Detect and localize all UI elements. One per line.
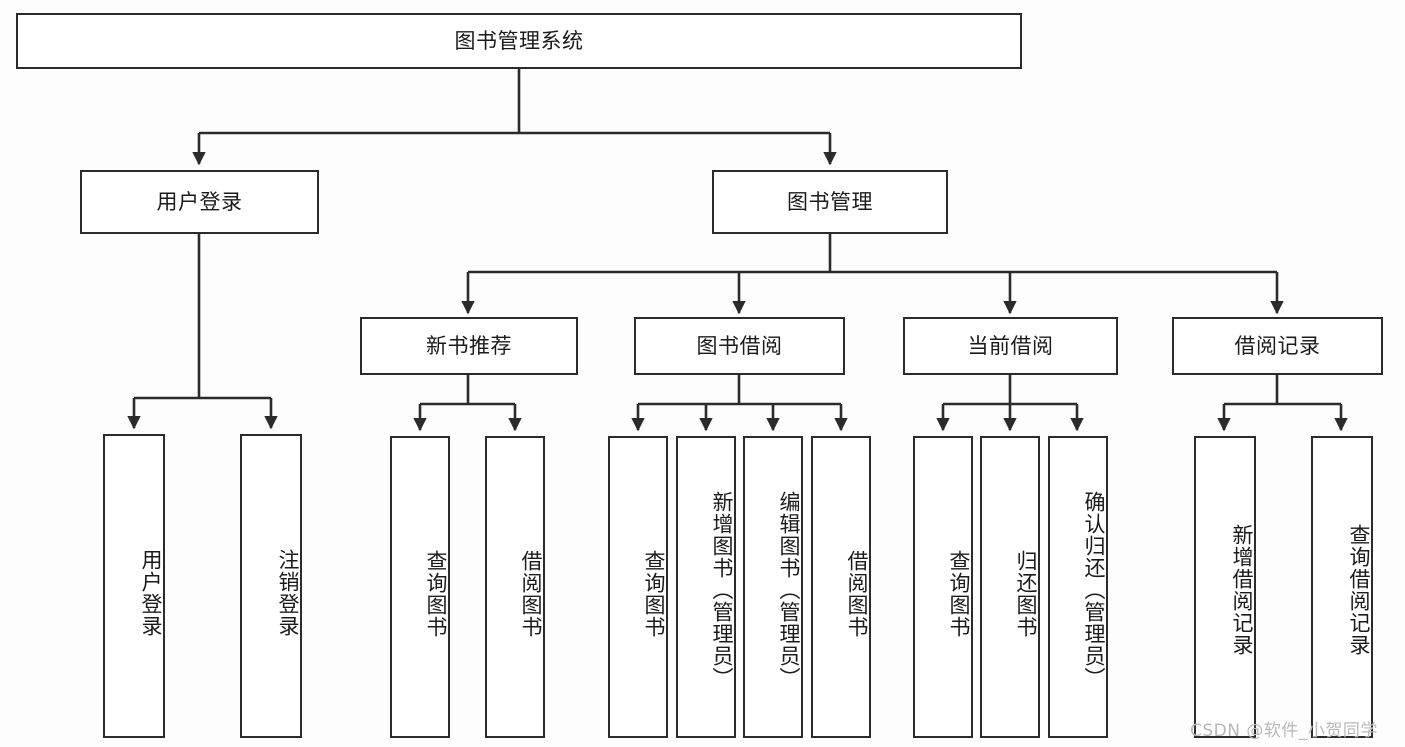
node-label: 用户登录 [156, 189, 243, 214]
node-label: 借阅图书 [845, 550, 869, 638]
leaf-recommend-query-book[interactable]: 查询图书 [390, 436, 450, 738]
node-label: 借阅记录 [1234, 333, 1321, 358]
node-label: 查询图书 [424, 550, 448, 638]
node-book-management[interactable]: 图书管理 [712, 170, 948, 234]
node-label: 图书管理 [787, 189, 873, 214]
node-label: 新增图书（管理员） [710, 491, 734, 689]
node-user-login[interactable]: 用户登录 [80, 170, 319, 234]
node-label: 查询图书 [947, 550, 971, 638]
node-label: 新增借阅记录 [1230, 524, 1254, 656]
node-label: 图书借阅 [696, 333, 783, 358]
node-borrow-record[interactable]: 借阅记录 [1172, 317, 1383, 375]
leaf-borrow-add-book[interactable]: 新增图书（管理员） [676, 436, 736, 738]
node-label: 借阅图书 [519, 550, 543, 638]
node-current-borrow[interactable]: 当前借阅 [903, 317, 1118, 375]
node-root-system[interactable]: 图书管理系统 [16, 13, 1022, 69]
node-label: 编辑图书（管理员） [777, 491, 801, 689]
leaf-current-return-book[interactable]: 归还图书 [980, 436, 1040, 738]
leaf-borrow-borrow-book[interactable]: 借阅图书 [811, 436, 871, 738]
node-label: 注销登录 [276, 549, 300, 637]
node-label: 确认归还（管理员） [1082, 491, 1106, 689]
node-label: 归还图书 [1014, 550, 1038, 638]
leaf-borrow-query-book[interactable]: 查询图书 [608, 436, 668, 738]
leaf-record-query-record[interactable]: 查询借阅记录 [1311, 436, 1373, 738]
node-book-borrow[interactable]: 图书借阅 [634, 317, 845, 375]
leaf-recommend-borrow-book[interactable]: 借阅图书 [485, 436, 545, 738]
leaf-user-login-signin[interactable]: 用户登录 [103, 434, 165, 738]
leaf-record-add-record[interactable]: 新增借阅记录 [1194, 436, 1256, 738]
leaf-user-login-signout[interactable]: 注销登录 [240, 434, 302, 738]
node-label: 查询借阅记录 [1347, 524, 1371, 656]
leaf-current-confirm-return[interactable]: 确认归还（管理员） [1048, 436, 1108, 738]
node-label: 新书推荐 [426, 333, 512, 358]
leaf-borrow-edit-book[interactable]: 编辑图书（管理员） [743, 436, 803, 738]
leaf-current-query-book[interactable]: 查询图书 [913, 436, 973, 738]
node-label: 查询图书 [642, 550, 666, 638]
node-label: 图书管理系统 [454, 28, 584, 53]
watermark: CSDN @软件_小贺同学 [1190, 721, 1378, 741]
node-label: 当前借阅 [967, 333, 1054, 358]
node-new-book-recommend[interactable]: 新书推荐 [360, 317, 578, 375]
node-label: 用户登录 [139, 549, 163, 637]
